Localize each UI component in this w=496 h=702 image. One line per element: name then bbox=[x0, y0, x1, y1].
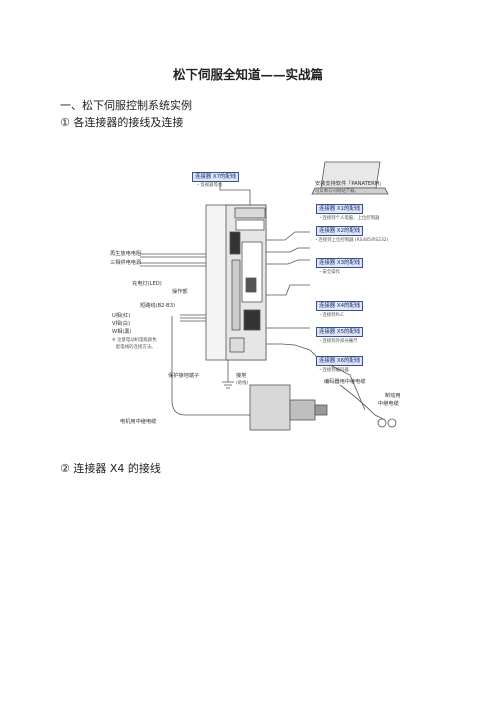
note-line-2: 配电线的连接方法。 bbox=[116, 345, 156, 350]
servo-wiring-diagram: 连接器 X7的配线 ・监视器等会 安装支持软件「PANATERM」 可从本公司网… bbox=[110, 160, 420, 455]
section-heading: 一、松下伺服控制系统实例 bbox=[60, 99, 192, 112]
subsection-heading-2: ② 连接器 X4 的接线 bbox=[60, 462, 161, 475]
connector-x7-sub: ・监视器等会 bbox=[196, 183, 223, 188]
ground-label: 接地 bbox=[236, 373, 247, 379]
regen-resistor-label: 再生放电电阻 bbox=[110, 251, 142, 257]
connector-x6-header: 连接器 X6的配线 bbox=[316, 356, 364, 366]
three-phase-label: 三相供电电源 bbox=[110, 260, 142, 266]
connector-x2-header: 连接器 X2的配线 bbox=[316, 226, 364, 236]
connector-x1-sub: ・连接到个人电脑、上位控制器 bbox=[318, 216, 380, 221]
connector-x4-sub: ・连接到PLC bbox=[318, 313, 344, 318]
short-bar-label: 短路线(B2-B3) bbox=[140, 303, 176, 309]
page-title: 松下伺服全知道——实战篇 bbox=[172, 67, 323, 82]
encoder-cable-label: 编码器用中继电缆 bbox=[324, 379, 366, 385]
brake-label: 制动用 bbox=[385, 393, 401, 399]
software-sub: 可从本公司网站下载。 bbox=[315, 189, 359, 194]
connector-x3-header: 连接器 X3的配线 bbox=[316, 258, 364, 268]
v-phase-label: V相(白) bbox=[112, 321, 130, 327]
connector-x7-header: 连接器 X7的配线 bbox=[192, 172, 240, 182]
operation-panel-label: 操作部 bbox=[172, 289, 188, 295]
connector-x1-header: 连接器 X1的配线 bbox=[316, 204, 364, 214]
note-line-1: ※ 注意电动机电缆颜色 bbox=[112, 338, 157, 343]
w-phase-label: W相(黑) bbox=[112, 329, 132, 335]
ground-sub-label: (地线) bbox=[236, 381, 249, 386]
connector-x6-sub: ・连接到编码器 bbox=[318, 368, 349, 373]
diagram-drawing bbox=[140, 161, 397, 431]
motor-body bbox=[249, 384, 291, 431]
subsection-heading-1: ① 各连接器的接线及连接 bbox=[60, 116, 184, 129]
connector-x3-sub: ・安全操作 bbox=[318, 270, 340, 275]
charge-lamp-label: 充电灯(LED) bbox=[132, 281, 162, 287]
software-label: 安装支持软件「PANATERM」 bbox=[315, 181, 385, 187]
connector-x5-header: 连接器 X5的配线 bbox=[316, 327, 364, 337]
protect-ground-label: 保护接地端子 bbox=[168, 373, 200, 379]
connector-x2-sub: ・连接到上位控制器 (RS485/RS232) bbox=[314, 238, 389, 243]
connector-x4-header: 连接器 X4的配线 bbox=[316, 301, 364, 311]
motor-cable-label: 电机用中继电缆 bbox=[120, 419, 157, 425]
connector-x5-sub: ・连接到外部光栅尺 bbox=[318, 339, 358, 344]
brake-sub-label: 中继电缆 bbox=[378, 401, 399, 407]
u-phase-label: U相(红) bbox=[112, 313, 131, 319]
